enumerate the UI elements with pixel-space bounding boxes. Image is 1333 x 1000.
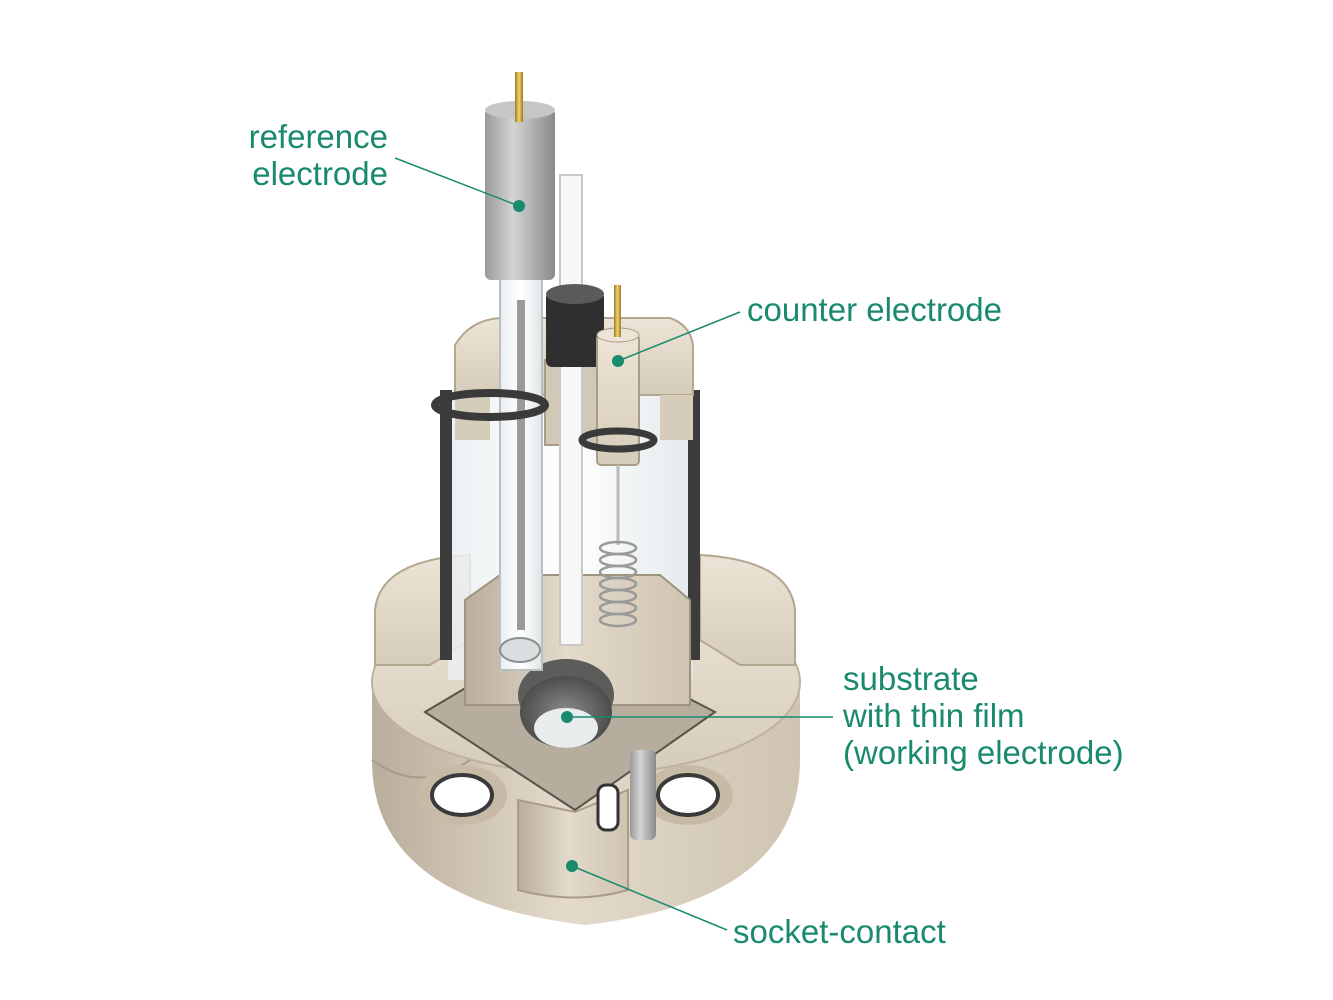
substrate-label-line-3: (working electrode) [843,734,1124,771]
reference-label-line-1: reference [248,118,388,155]
socket-label-line-1: socket-contact [733,913,946,950]
counter-electrode-label: counter electrode [747,291,1002,328]
substrate-label-line-2: with thin film [843,697,1025,734]
reference-leader-line [394,157,520,207]
counter-marker-dot [612,355,624,367]
socket-contact-block [517,750,656,899]
leader-lines [394,157,833,931]
white-tube [559,174,583,646]
base-screw-hole-right [643,765,733,825]
counter-label-line-1: counter electrode [747,291,1002,328]
reference-marker-dot [513,200,525,212]
socket-contact-label: socket-contact [733,913,946,950]
reference-electrode-label: reference electrode [230,118,388,192]
counter-leader-line [617,311,741,362]
substrate-label-line-1: substrate [843,660,979,697]
counter-electrode-coil [598,540,638,628]
leader-dots [513,200,624,872]
counter-electrode [578,285,658,628]
socket-leader-line [571,865,728,931]
reference-label-line-2: electrode [252,155,388,192]
black-screw-cap [546,284,604,367]
socket-marker-dot [566,860,578,872]
base-screw-hole-left [417,765,507,825]
substrate-label: substrate with thin film (working electr… [843,660,1124,771]
substrate-marker-dot [561,711,573,723]
reference-electrode [431,72,555,671]
